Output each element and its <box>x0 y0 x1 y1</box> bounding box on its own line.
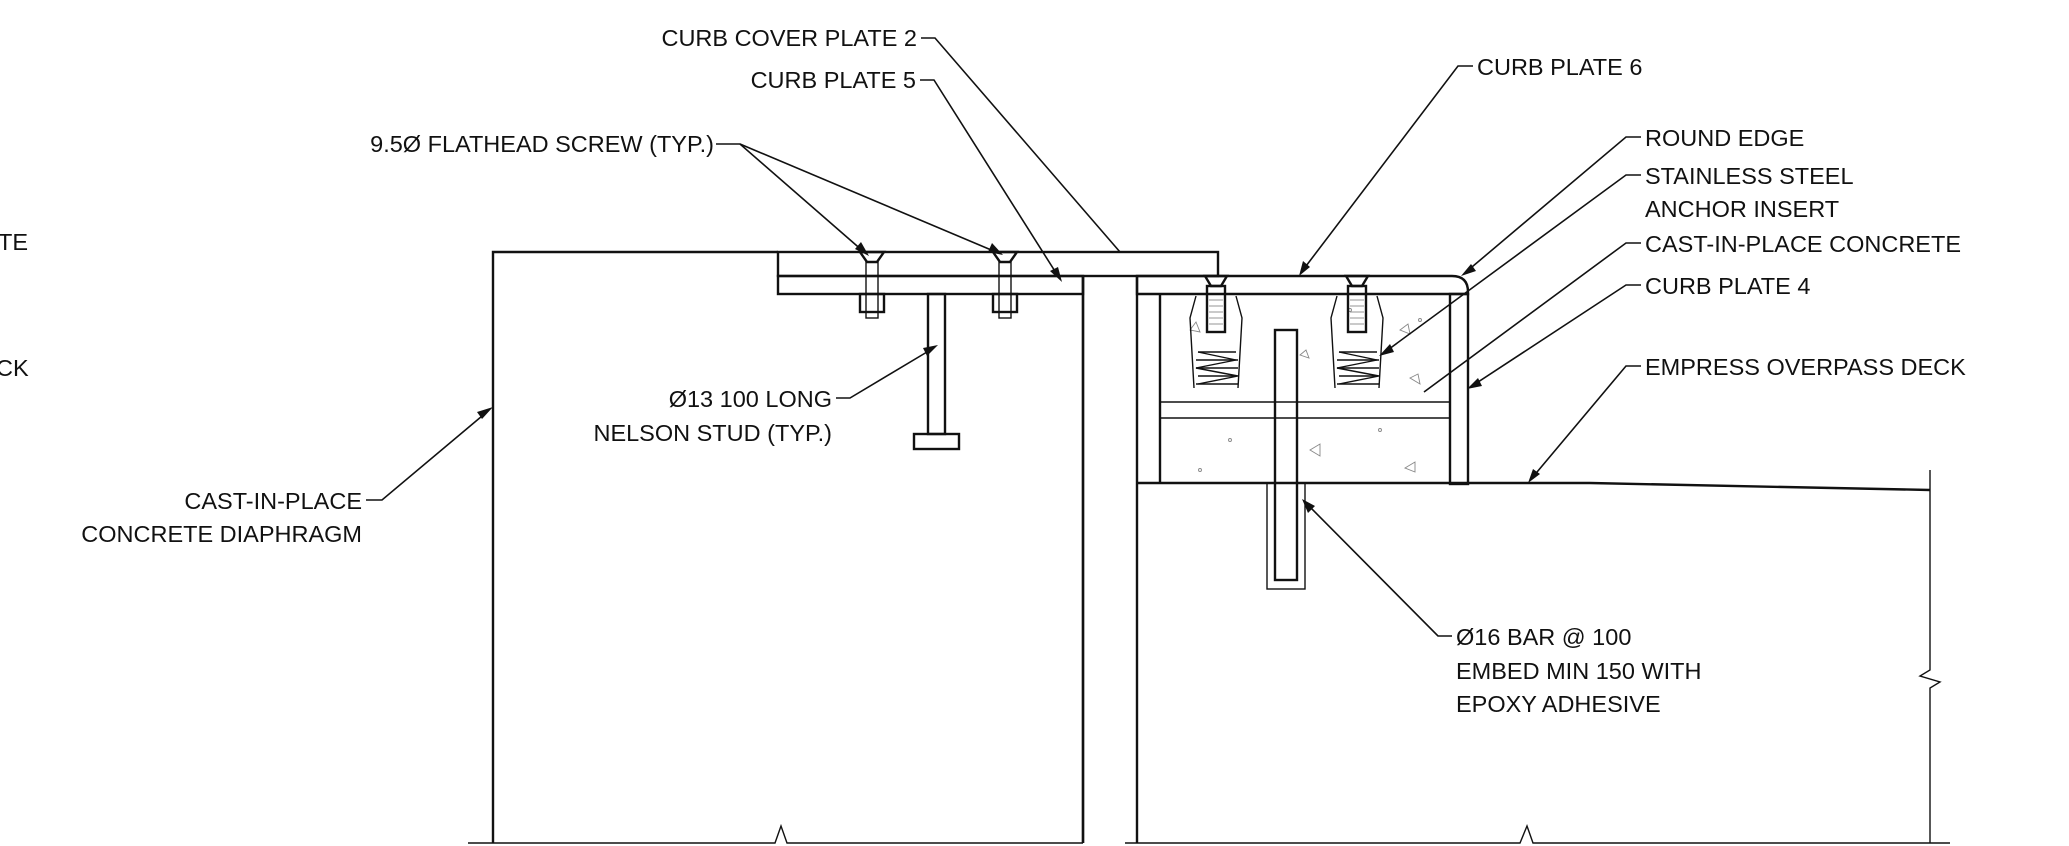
label-anchor-insert-line1: STAINLESS STEEL <box>1645 163 1854 189</box>
anchor-insert-1 <box>1189 274 1243 389</box>
label-curb-plate-5: CURB PLATE 5 <box>751 67 916 93</box>
label-bar-line3: EPOXY ADHESIVE <box>1456 691 1661 717</box>
label-bar-line1: Ø16 BAR @ 100 <box>1456 624 1631 650</box>
curb-plate-4 <box>1448 292 1470 486</box>
label-empress-deck: EMPRESS OVERPASS DECK <box>1645 354 1966 380</box>
label-curb-plate-4: CURB PLATE 4 <box>1645 273 1810 299</box>
label-flathead-screw: 9.5Ø FLATHEAD SCREW (TYP.) <box>370 131 714 157</box>
label-bar-line2: EMBED MIN 150 WITH <box>1456 658 1701 684</box>
label-nelson-stud-line1: Ø13 100 LONG <box>669 386 832 412</box>
label-clipped-left-2: CK <box>0 355 29 381</box>
label-anchor-insert-line2: ANCHOR INSERT <box>1645 196 1839 222</box>
label-clipped-left-1: TE <box>0 229 28 255</box>
label-curb-cover-plate-2: CURB COVER PLATE 2 <box>661 25 917 51</box>
label-round-edge: ROUND EDGE <box>1645 125 1804 151</box>
label-cip-concrete: CAST-IN-PLACE CONCRETE <box>1645 231 1961 257</box>
cast-in-place-concrete-block <box>1158 294 1450 483</box>
rebar-bar <box>1266 328 1306 590</box>
nelson-stud <box>912 292 961 451</box>
leader-lines <box>366 37 1641 637</box>
label-cip-diaphragm-line2: CONCRETE DIAPHRAGM <box>81 521 362 547</box>
label-cip-diaphragm-line1: CAST-IN-PLACE <box>184 488 362 514</box>
flathead-screw-left-2 <box>990 250 1020 319</box>
curb-plate-5 <box>776 274 1085 296</box>
curb-cover-plate-2 <box>776 250 1220 278</box>
label-nelson-stud-line2: NELSON STUD (TYP.) <box>593 420 832 446</box>
empress-overpass-deck <box>1125 470 1950 844</box>
label-curb-plate-6: CURB PLATE 6 <box>1477 54 1642 80</box>
cast-in-place-diaphragm <box>468 250 1085 844</box>
flathead-screw-left-1 <box>857 250 887 319</box>
expansion-gap <box>1081 276 1139 843</box>
anchor-insert-2 <box>1330 274 1384 389</box>
curb-plate-6 <box>1135 274 1470 296</box>
